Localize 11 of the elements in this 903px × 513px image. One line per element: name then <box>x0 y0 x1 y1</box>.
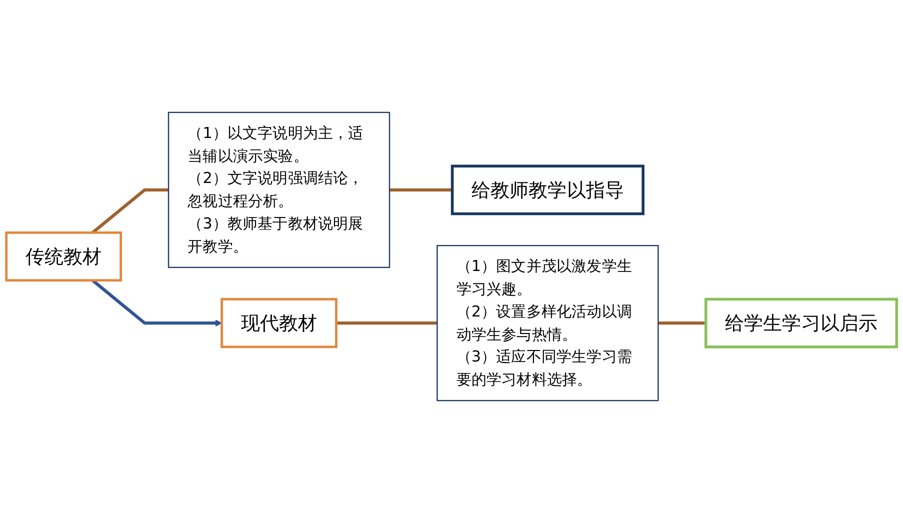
node-box: 传统教材 <box>5 231 122 282</box>
connector <box>390 188 452 192</box>
connector <box>336 321 438 325</box>
arrow <box>92 279 222 327</box>
node-box: （1）图文并茂以激发学生学习兴趣。 （2）设置多样化活动以调动学生参与热情。 （3）适应不同学生学习需要的学习材料选择。 <box>436 244 659 402</box>
node-box: 给学生学习以启示 <box>704 298 898 348</box>
node-box: （1）以文字说明为主，适当辅以演示实验。 （2）文字说明强调结论，忽视过程分析。 （3）教师基于教材说明展开教学。 <box>168 112 390 268</box>
node-box: 现代教材 <box>220 298 338 348</box>
connector <box>658 321 706 325</box>
connector <box>92 188 169 234</box>
node-box: 给教师教学以指导 <box>450 164 644 216</box>
